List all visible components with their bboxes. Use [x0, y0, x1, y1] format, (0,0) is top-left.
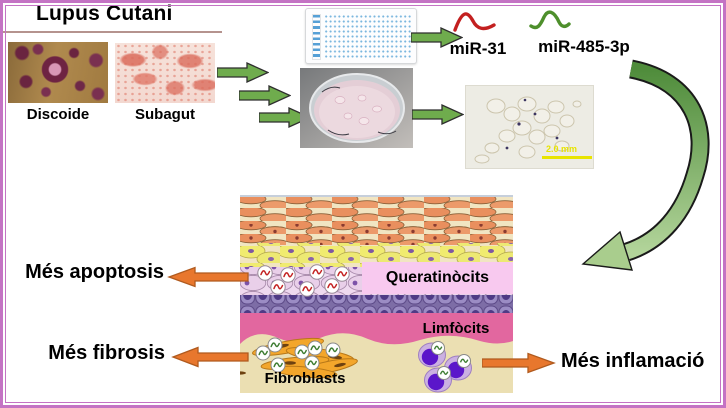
green-arrow-skin-to-culture-3-icon	[259, 107, 311, 128]
mir485-trace-icon	[529, 10, 571, 30]
mir31-trace-icon	[453, 12, 496, 32]
scale-bar-label: 2.0 mm	[546, 144, 578, 154]
lymphocyte-cells	[418, 341, 472, 393]
green-arrow-plate-to-mirna-icon	[411, 27, 463, 48]
green-arrow-dish-to-cells-icon	[412, 104, 464, 125]
fibroblast-cells	[240, 337, 358, 379]
mir31-markers	[257, 264, 350, 297]
mir485-label: miR-485-3p	[538, 37, 630, 56]
figure-title: Lupus Cutani	[36, 2, 173, 25]
green-arrow-skin-to-culture-2-icon	[239, 85, 291, 106]
discoide-label: Discoide	[26, 106, 90, 123]
scale-bar-line	[542, 156, 592, 159]
curved-arrow-to-tissue-icon	[581, 59, 710, 271]
subagut-label: Subagut	[135, 106, 195, 123]
lymphocytes-label: Limfòcits	[422, 320, 490, 337]
microwell-plate-image	[305, 8, 417, 64]
cell-outlines	[474, 96, 582, 164]
mir31-label: miR-31	[449, 39, 507, 58]
fibroblasts-label: Fibroblasts	[264, 370, 346, 387]
orange-arrow-inflammation-icon	[482, 352, 556, 374]
discoide-skin-photo	[8, 42, 108, 103]
keratinocytes-label: Queratinòcits	[362, 262, 513, 294]
culture-dish-photo	[300, 68, 413, 148]
fibrosis-label: Més fibrosis	[48, 342, 165, 364]
cell-micrograph-image: 2.0 mm	[465, 85, 594, 169]
plate-well-grid	[324, 14, 411, 58]
inflammation-label: Més inflamació	[561, 350, 705, 372]
title-underline	[3, 31, 222, 33]
plate-strip-tubes	[312, 14, 321, 60]
orange-arrow-apoptosis-icon	[167, 266, 249, 288]
orange-arrow-fibrosis-icon	[171, 346, 249, 368]
skin-tissue-diagram	[240, 195, 513, 393]
subagut-skin-photo	[115, 43, 215, 103]
green-arrow-skin-to-culture-1-icon	[217, 62, 269, 83]
mir485-markers-fibroblasts	[255, 337, 341, 373]
apoptosis-label: Més apoptosis	[25, 261, 164, 283]
